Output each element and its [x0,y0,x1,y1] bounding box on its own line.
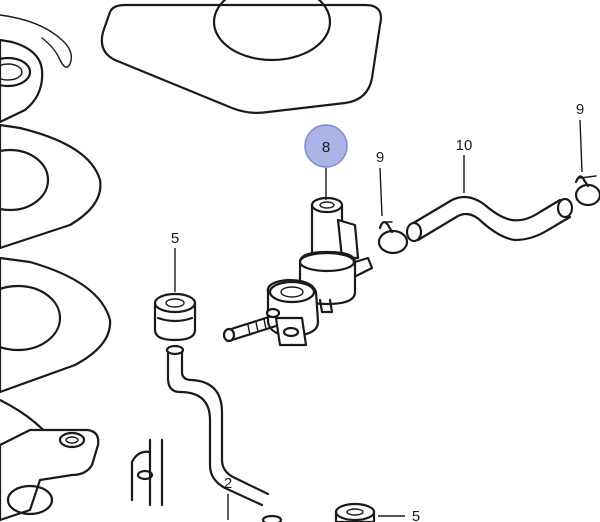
bracket-bottom-left [0,428,100,522]
callout-2[interactable]: 2 [224,475,232,492]
callout-5-bottom[interactable]: 5 [412,508,420,522]
callout-8[interactable]: 8 [322,139,330,156]
leader-9-left [379,167,383,217]
part-5-bottom-grommet [334,502,376,522]
part-8-fuel-cock [222,196,374,347]
wire-clip [0,14,73,68]
part-9-left-clamp [377,221,409,255]
callout-10[interactable]: 10 [456,137,473,154]
gasket-top [100,0,383,114]
part-5-top-grommet [153,292,197,342]
callout-5-top[interactable]: 5 [171,230,179,247]
part-10-hose [405,195,574,243]
flange-stack-left [0,38,112,492]
leader-9-right [579,119,583,173]
callout-highlight-circle[interactable] [304,124,348,168]
part-2-pipe [130,344,283,522]
part-9-right-clamp [574,175,600,207]
callout-9-right[interactable]: 9 [576,101,584,118]
callout-9-left[interactable]: 9 [376,149,384,166]
